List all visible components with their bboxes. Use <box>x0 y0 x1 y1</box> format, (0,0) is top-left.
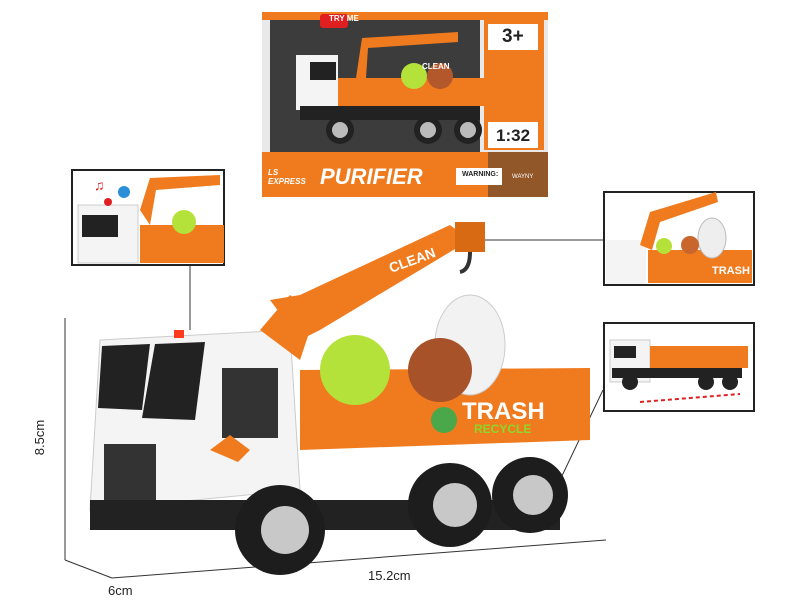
scale-label: 1:32 <box>496 126 531 145</box>
width-dimension: 6cm <box>108 583 133 598</box>
warning-label: WARNING: <box>462 171 499 178</box>
maker-logo: WAYNY <box>512 174 534 180</box>
inset-crane-hook: TRASH <box>603 191 755 286</box>
package-box <box>262 12 548 197</box>
brand-logo: LS EXPRESS <box>268 168 306 186</box>
inset-sound-light: ♫ <box>71 169 225 266</box>
try-me-badge: TRY ME <box>329 14 359 23</box>
product-name: PURIFIER <box>320 164 423 189</box>
bed-subtitle: RECYCLE <box>474 422 532 436</box>
inset-moving <box>603 322 755 412</box>
main-truck <box>89 222 590 575</box>
bed-title: TRASH <box>462 398 545 425</box>
height-dimension: 8.5cm <box>32 419 48 456</box>
box-crane-label: CLEAN <box>422 62 450 71</box>
svg-text:TRASH: TRASH <box>712 265 750 277</box>
svg-text:♫: ♫ <box>94 177 105 193</box>
age-label: 3+ <box>502 26 524 47</box>
length-dimension: 15.2cm <box>368 568 411 583</box>
